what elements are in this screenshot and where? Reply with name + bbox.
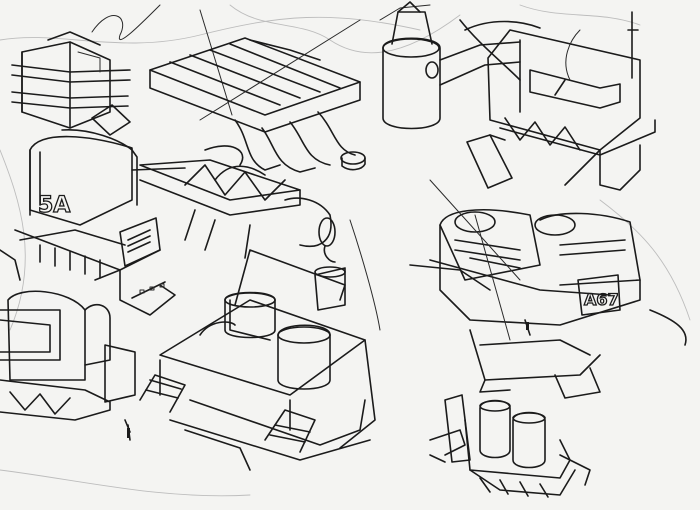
sketch-tank-platform xyxy=(127,219,381,471)
top-scribble xyxy=(91,4,431,116)
sketch-generator: 5A xyxy=(0,129,186,316)
sketch-tank-cart xyxy=(429,394,591,498)
sketch-tank-trailer xyxy=(382,1,656,191)
sketch-a67-module: A67 xyxy=(409,179,687,399)
sketch-block xyxy=(466,134,513,189)
sketch-side-module xyxy=(0,290,136,433)
generator-marking-text: 5A xyxy=(38,193,70,218)
background-faint-lines xyxy=(0,4,691,497)
sketch-pipe-cooler xyxy=(149,19,366,173)
sketch-small-module xyxy=(11,31,131,136)
sketch-conveyor-bridge xyxy=(139,145,346,311)
